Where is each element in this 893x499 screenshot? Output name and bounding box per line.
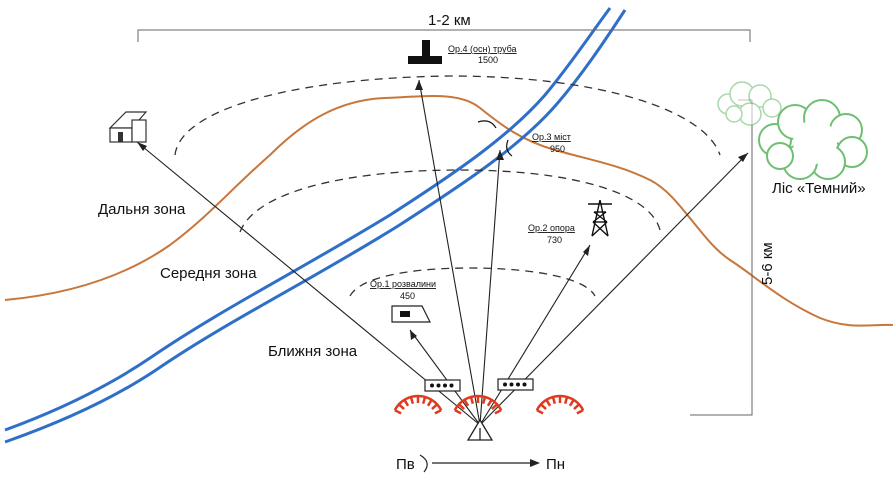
forest-label: Ліс «Темний» xyxy=(772,180,866,197)
sector-tick xyxy=(576,409,584,415)
sector-tick xyxy=(426,399,433,407)
sector-tick xyxy=(469,396,475,405)
range-scale-left xyxy=(424,379,461,392)
sector-tick xyxy=(434,409,442,415)
observer-icon xyxy=(466,418,494,441)
house-icon xyxy=(108,111,148,143)
range-scale-right xyxy=(497,378,534,391)
sector-tick xyxy=(540,403,547,411)
sector-tick xyxy=(421,396,427,405)
width-dimension-line xyxy=(137,29,751,42)
landmark-3-name: Ор.3 міст xyxy=(532,132,571,142)
far-zone-label: Дальня зона xyxy=(98,201,186,218)
sector-tick xyxy=(486,399,493,407)
sector-tick xyxy=(536,409,544,415)
direction-right-label: Пн xyxy=(546,456,565,473)
landmark-1-name: Ор.1 розвалини xyxy=(370,279,436,289)
width-dimension-label: 1-2 км xyxy=(428,12,471,29)
landmark-2-name: Ор.2 опора xyxy=(528,223,575,233)
near-zone-label: Ближня зона xyxy=(268,343,358,360)
sector-tick xyxy=(568,399,575,407)
ray-arrowheads xyxy=(137,80,748,340)
ruins-icon xyxy=(391,305,431,323)
sector-tick xyxy=(491,403,498,411)
sector-marks xyxy=(393,394,585,415)
observation-rays xyxy=(136,79,749,426)
sector-tick xyxy=(431,403,438,411)
sector-tick xyxy=(545,399,552,407)
sector-tick xyxy=(463,399,470,407)
depth-dimension-line xyxy=(690,99,753,416)
direction-arrow xyxy=(419,454,540,473)
sector-tick xyxy=(409,396,415,405)
sector-tick xyxy=(573,403,580,411)
depth-dimension-label: 5-6 км xyxy=(759,242,776,285)
direction-left-label: Пв xyxy=(396,456,415,473)
river xyxy=(4,7,612,432)
sector-tick xyxy=(398,403,405,411)
sector-tick xyxy=(494,409,502,415)
middle-zone-label: Середня зона xyxy=(160,265,257,282)
landmark-1-distance: 450 xyxy=(400,291,415,301)
landmark-4-name: Ор.4 (осн) труба xyxy=(448,44,517,54)
chimney-icon xyxy=(408,40,442,64)
sector-tick xyxy=(563,396,569,405)
forest-icon xyxy=(717,81,868,180)
sector-tick xyxy=(394,409,402,415)
far-zone-arc xyxy=(174,75,721,156)
sector-tick xyxy=(481,396,487,405)
bridge-icon xyxy=(477,120,513,157)
sector-tick xyxy=(403,399,410,407)
near-zone-arc xyxy=(349,267,596,297)
sector-tick xyxy=(551,396,557,405)
landmark-4-distance: 1500 xyxy=(478,55,498,65)
sector-tick xyxy=(454,409,462,415)
landmark-2-distance: 730 xyxy=(547,235,562,245)
sector-tick xyxy=(458,403,465,411)
tower-icon xyxy=(588,199,612,237)
middle-zone-arc xyxy=(239,169,661,233)
river-bank xyxy=(4,9,627,444)
landmark-3-distance: 950 xyxy=(550,144,565,154)
